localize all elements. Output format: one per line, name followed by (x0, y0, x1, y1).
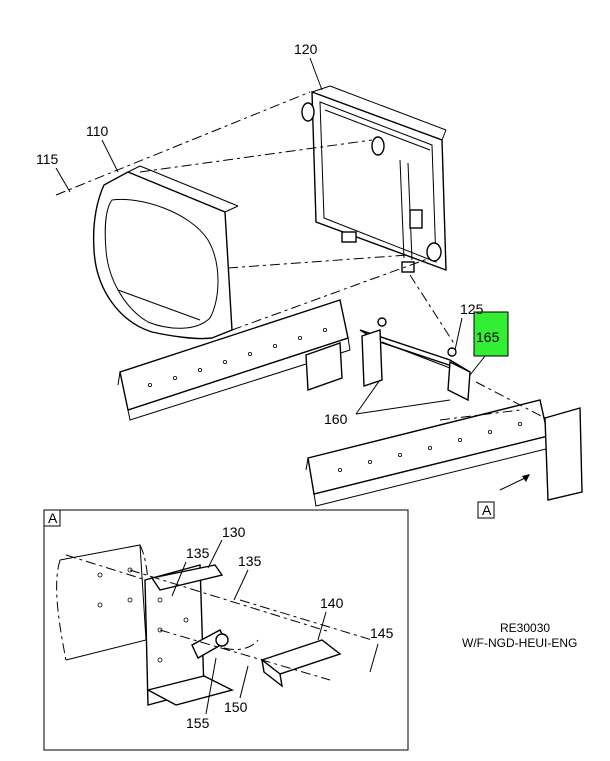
callout-145: 145 (370, 625, 394, 641)
callout-155: 155 (186, 715, 210, 731)
detail-a-box (43, 509, 409, 751)
callout-125: 125 (460, 301, 484, 317)
detail-box-label: A (48, 510, 58, 526)
callout-leaders (55, 57, 530, 491)
callout-165: 165 (476, 329, 500, 345)
callout-150: 150 (224, 699, 248, 715)
callout-120: 120 (294, 41, 318, 57)
reference-description: W/F-NGD-HEUI-ENG (462, 636, 577, 650)
cross-member-brackets (359, 317, 471, 402)
callout-140: 140 (320, 595, 344, 611)
assembly-lines (55, 91, 546, 421)
callout-115: 115 (36, 151, 59, 167)
detail-marker-label: A (482, 502, 492, 518)
callout-135-a: 135 (186, 545, 210, 561)
callout-160: 160 (324, 411, 348, 427)
frame-rail-left (117, 299, 351, 421)
fan-shroud (92, 165, 239, 340)
callout-130: 130 (222, 524, 246, 540)
radiator-assembly (301, 85, 447, 273)
reference-code: RE30030 (500, 621, 550, 635)
highlight-box-165[interactable] (473, 311, 509, 357)
callout-135-b: 135 (238, 553, 262, 569)
detail-marker-box[interactable] (477, 501, 495, 519)
callout-110: 110 (86, 123, 109, 139)
detail-a-drawing (56, 539, 379, 715)
frame-rail-right (305, 399, 583, 507)
